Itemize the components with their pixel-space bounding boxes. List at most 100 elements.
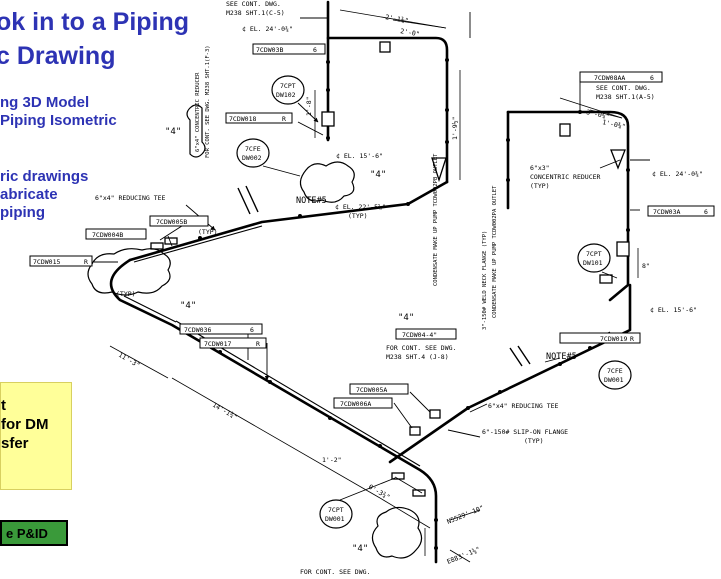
note-e883: E883'-1⅝" (446, 545, 482, 566)
note-5-right: NOTE#5 (546, 352, 577, 362)
bullet-1-line-1: ng 3D Model (0, 94, 90, 111)
fittings (150, 41, 630, 497)
revision-clouds (87, 104, 423, 559)
callout-line-1: t (1, 397, 6, 414)
bubble-dw002: DW002 (242, 154, 262, 162)
instrument-bubbles (236, 75, 632, 529)
bubble-dw102: DW102 (276, 91, 296, 99)
bubble-7cpt-top: 7CPT (280, 82, 296, 90)
tag-7cdw08aa-no: 6 (650, 74, 654, 82)
slide-title-line-1: ok in to a Piping (0, 8, 190, 36)
note-cont-top-1: SEE CONT. DWG. (226, 0, 281, 8)
tag-7cdw005a: 7CDW005A (356, 386, 387, 394)
note-cont-top-2: M238 SHT.1(C-5) (226, 9, 285, 17)
tag-7cdw03a-no: 6 (704, 208, 708, 216)
leader-lines (94, 12, 650, 563)
note-5-left: NOTE#5 (296, 196, 327, 206)
pipe-right-header (388, 283, 632, 464)
note-conc-red-3: (TYP) (530, 182, 550, 190)
pipe-size-4-d: "4" (398, 313, 414, 323)
note-cont-mid-1: FOR CONT. SEE DWG. (386, 344, 456, 352)
tag-7cdw015: 7CDW015 (33, 258, 60, 266)
note-cond-left: CONDENSATE MAKE UP PUMP TCDW002PB OUTLET (433, 153, 439, 286)
note-conc-red-1: 6"x3" (530, 164, 550, 172)
note-typ-2: (TYP) (116, 290, 136, 298)
pipe-size-4-c: "4" (180, 301, 196, 311)
tag-7cdw005b: 7CDW005B (156, 218, 187, 226)
note-dim-8-r: 8" (642, 262, 650, 270)
note-dim-1-0-r: 1'-0¾" (602, 118, 627, 131)
note-reducing-tee-right: 6"x4" REDUCING TEE (488, 402, 559, 410)
bullet-1-line-2: Piping Isometric (0, 112, 117, 129)
bullet-2-line-3: piping (0, 204, 45, 221)
pipe-upper-header (128, 180, 449, 262)
note-el-22: ¢ EL. 22'-5⅝" (335, 203, 386, 211)
pipe-right-riser (506, 110, 630, 302)
note-typ-3: (TYP) (198, 228, 218, 236)
tag-7cdw03b-no: 6 (313, 46, 317, 54)
tag-7cdw017: 7CDW017 (204, 340, 231, 348)
note-typ-1: (TYP) (348, 212, 368, 220)
tag-7cdw03b: 7CDW03B (256, 46, 283, 54)
note-dim-14-1: 14'-1¾" (211, 401, 239, 422)
tag-7cdw018: 7CDW018 (229, 115, 256, 123)
note-dim-1-8: 1'-8" (305, 96, 313, 116)
note-dim-2-1: 2'-1¾" (385, 13, 410, 25)
tag-7cdw015-r: R (84, 258, 88, 266)
slide-title-line-2: c Drawing (0, 42, 116, 70)
bubble-7cfe-top: 7CFE (245, 145, 261, 153)
tag-7cdw018-r: R (282, 115, 286, 123)
note-el-15-r: ¢ EL. 15'-6" (650, 306, 697, 314)
bullet-2-line-1: ric drawings (0, 168, 89, 185)
note-dim-1-2: 1'-2" (322, 456, 342, 464)
note-dim-0-3: 0'-3¾" (367, 483, 391, 502)
tag-7cdw019: 7CDW019 (600, 335, 627, 343)
tag-boxes (29, 43, 715, 409)
tag-7cdw017-r: R (256, 340, 260, 348)
bubble-7cfe-right: 7CFE (607, 367, 623, 375)
note-dim-2-0: 2'-0" (400, 27, 421, 38)
note-conc-red-2: CONCENTRIC REDUCER (530, 173, 601, 181)
note-cont-mid-2: M238 SHT.4 (J-8) (386, 353, 449, 361)
pipe-upper-left-riser (326, 0, 449, 184)
note-slip-on-2: (TYP) (524, 437, 544, 445)
pid-link-button[interactable]: e P&ID (0, 520, 68, 546)
tag-7cdw006a: 7CDW006A (340, 400, 371, 408)
tag-7cdw019-r: R (630, 335, 634, 343)
tag-7cdw03a: 7CDW03A (653, 208, 680, 216)
note-el-24-r: ¢ EL. 24'-0¾" (652, 170, 703, 178)
pipe-runs (109, 0, 632, 564)
note-vert-reducer: 6"x4" CONCENTRIC REDUCER (195, 72, 201, 152)
bubble-dw001-bottom: DW001 (325, 515, 345, 523)
note-dim-11-3: 11'-3" (117, 351, 141, 370)
callout-line-3: sfer (1, 435, 29, 452)
bullet-2-line-2: abricate (0, 186, 58, 203)
note-vert-cont: FOR CONT. SEE DWG. M238 SHT.1(F-3) (205, 45, 211, 158)
weld-points (198, 58, 630, 550)
tag-7cdw08aa: 7CDW08AA (594, 74, 625, 82)
callout-line-2: for DM (1, 416, 49, 433)
tag-7cdw04: 7CDW04-4" (402, 331, 437, 339)
callout-note: t for DM sfer (0, 382, 72, 490)
bubble-dw101: DW101 (583, 259, 603, 267)
bubble-7cpt-right: 7CPT (586, 250, 602, 258)
note-weld-neck: 3"-150# WELD NECK FLANGE (TYP) (482, 231, 488, 330)
pipe-size-4-b: "4" (370, 170, 386, 180)
pipe-double-lines (123, 225, 421, 467)
bubble-dw001-right: DW001 (604, 376, 624, 384)
note-reducing-tee-left: 6"x4" REDUCING TEE (95, 194, 166, 202)
pipe-size-4-a: "4" (165, 127, 181, 137)
note-cond-right: CONDENSATE MAKE UP PUMP TCDW002PA OUTLET (492, 185, 498, 318)
drawing-annotations: SEE CONT. DWG. M238 SHT.1(C-5) ¢ EL. 24'… (33, 0, 708, 576)
pipe-size-4-e: "4" (352, 544, 368, 554)
pid-link-label: e P&ID (6, 525, 48, 541)
note-cont-right-2: M238 SHT.1(A-5) (596, 93, 655, 101)
tag-7cdw004b: 7CDW004B (92, 231, 123, 239)
note-el-15-left: ¢ EL. 15'-6" (336, 152, 383, 160)
pipe-lower-left-header (109, 258, 438, 564)
note-slip-on-1: 6"-150# SLIP-ON FLANGE (482, 428, 568, 436)
bubble-7cpt-bottom: 7CPT (328, 506, 344, 514)
dimension-lines (109, 9, 639, 556)
